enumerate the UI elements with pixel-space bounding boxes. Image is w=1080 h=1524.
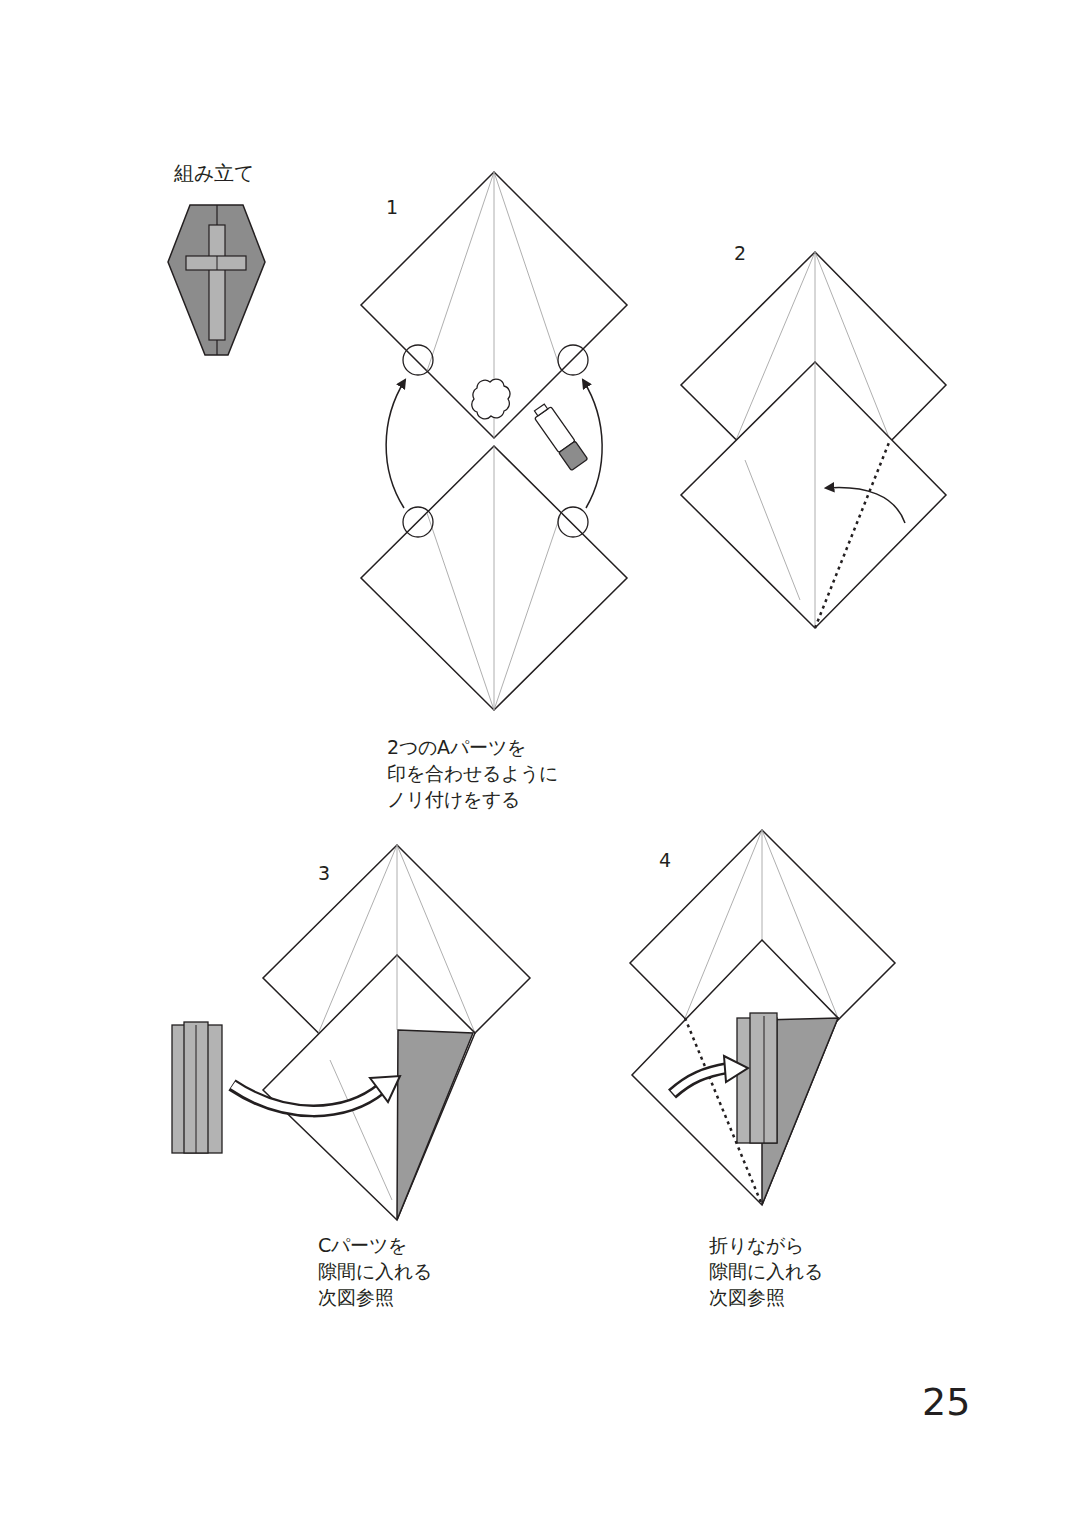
step-instruction: Cパーツを 隙間に入れる 次図参照 [318, 1232, 468, 1310]
step2-figure [681, 252, 946, 628]
step-number: 3 [318, 860, 330, 886]
step-instruction: 折りながら 隙間に入れる 次図参照 [709, 1232, 859, 1310]
step1-figure [361, 172, 627, 710]
c-part [172, 1022, 222, 1153]
step-number: 1 [386, 194, 398, 220]
page-number: 25 [922, 1380, 970, 1424]
page-heading: 組み立て [174, 160, 254, 186]
step-number: 2 [734, 240, 746, 266]
step3-figure [172, 845, 530, 1220]
step-number: 4 [659, 847, 671, 873]
c-part [737, 1013, 777, 1143]
step4-figure [630, 830, 895, 1205]
step-instruction: 2つのAパーツを 印を合わせるように ノリ付けをする [387, 734, 587, 812]
finished-coffin-icon [168, 205, 265, 355]
